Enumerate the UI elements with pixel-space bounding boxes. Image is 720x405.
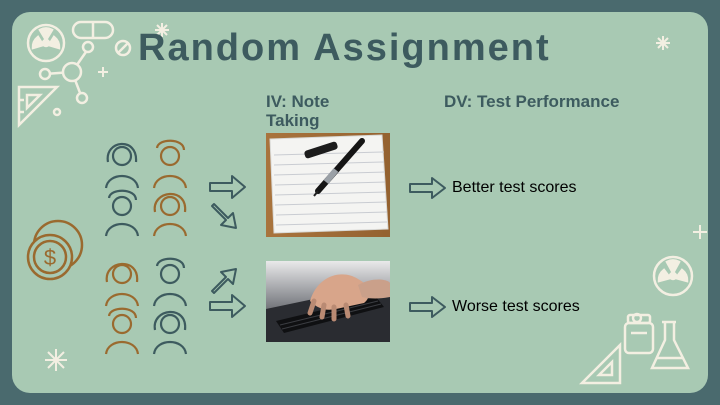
svg-text:$: $ bbox=[44, 245, 56, 270]
molecule-icon bbox=[38, 40, 95, 117]
people-group-bottom bbox=[104, 257, 188, 355]
outcome-better: Better test scores bbox=[452, 179, 577, 196]
paper-and-pen-photo bbox=[266, 133, 390, 237]
dollar-coins-icon: $ bbox=[26, 219, 84, 281]
jar-icon bbox=[623, 313, 655, 355]
arrow-icons bbox=[209, 175, 446, 318]
arrow-right-icon-4 bbox=[409, 296, 446, 318]
pill-icon bbox=[71, 20, 115, 40]
triangle-ruler-icon bbox=[17, 85, 61, 129]
iv-header: IV: Note Taking bbox=[266, 92, 330, 130]
outcome-worse: Worse test scores bbox=[452, 298, 580, 315]
people-group-top bbox=[104, 139, 188, 237]
triangle-ruler-icon-right bbox=[578, 341, 622, 385]
arrow-right-icon bbox=[209, 175, 246, 199]
arrow-right-icon-2 bbox=[209, 294, 246, 318]
radiation-icon-right bbox=[631, 255, 694, 324]
flask-icon bbox=[650, 320, 691, 370]
arrow-up-right-icon bbox=[211, 268, 237, 294]
slide-title: Random Assignment bbox=[138, 27, 551, 69]
tablet-icon bbox=[114, 39, 132, 57]
dv-header: DV: Test Performance bbox=[444, 92, 620, 111]
arrow-right-icon-3 bbox=[409, 177, 446, 199]
typing-on-laptop-photo bbox=[266, 261, 390, 342]
sparkle-icon bbox=[45, 23, 707, 371]
radiation-icon bbox=[26, 23, 66, 63]
arrow-down-right-icon bbox=[211, 203, 237, 229]
